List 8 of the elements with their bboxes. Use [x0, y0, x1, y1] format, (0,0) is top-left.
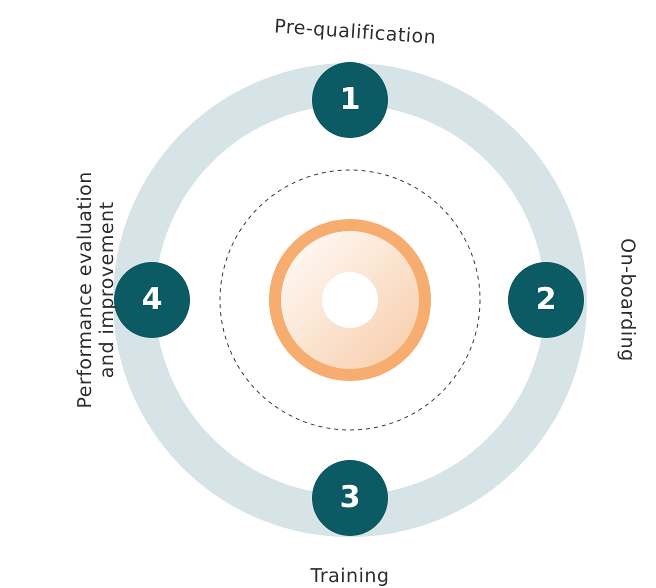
step-label: On-boarding: [616, 238, 638, 362]
step-number: 3: [340, 483, 360, 513]
step-number: 4: [142, 285, 162, 315]
step-number: 2: [536, 285, 556, 315]
step-label: Training: [310, 566, 390, 588]
step-number: 1: [340, 85, 360, 115]
step-label: Performance evaluation and improvement: [75, 170, 119, 411]
step-label: Pre-qualification: [273, 16, 437, 50]
